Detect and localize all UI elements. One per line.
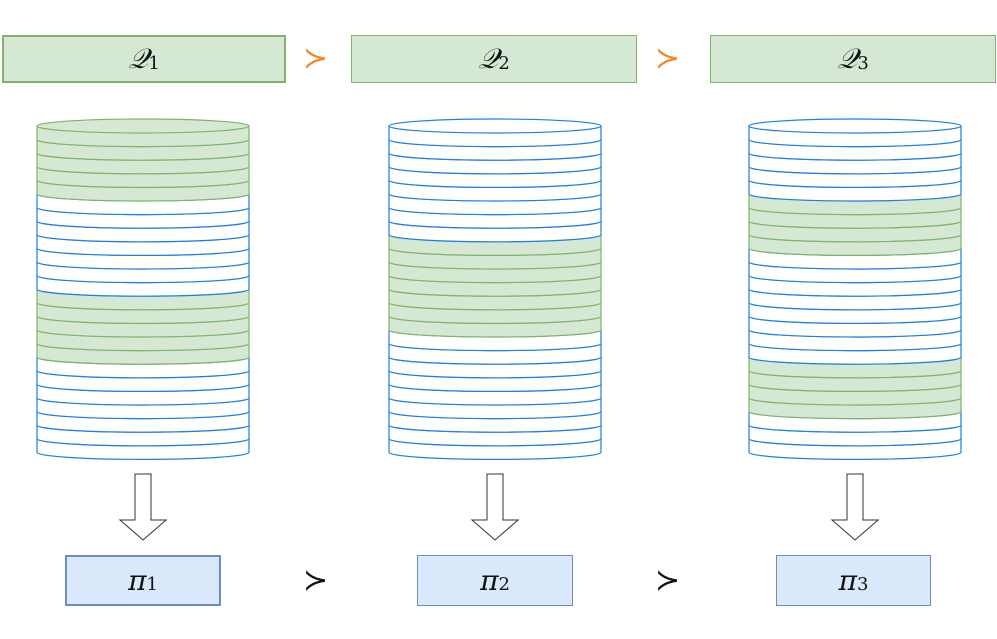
policy-symbol-2: π [480,564,499,597]
down-arrow-1 [118,473,168,541]
policy-subscript-3: 3 [856,574,869,595]
down-arrow-2 [470,473,520,541]
policy-precedence-2: ≻ [655,563,681,598]
policy-symbol-1: π [128,564,147,597]
disk-top-1-1 [36,118,250,134]
policy-subscript-1: 1 [146,574,158,595]
query-subscript-1: 1 [148,52,160,74]
disk-top-3-1 [748,118,962,134]
disk-top-2-1 [388,118,602,134]
arrows-layer [118,473,880,541]
query-precedence-1: ≻ [303,41,329,76]
query-subscript-3: 3 [857,52,869,74]
stacks-layer [36,118,962,460]
disk-stack-3 [748,118,962,460]
disk-stack-2 [388,118,602,460]
down-arrow-3 [830,473,880,541]
policy-precedence-1: ≻ [303,563,329,598]
query-symbol-2: 𝒬 [478,42,499,75]
query-precedence-2: ≻ [655,41,681,76]
query-symbol-1: 𝒬 [128,42,149,75]
policy-symbol-3: π [838,564,857,597]
query-symbol-3: 𝒬 [837,42,858,75]
policy-subscript-2: 2 [498,574,510,595]
query-subscript-2: 2 [498,52,510,74]
disk-stack-1 [36,118,250,460]
